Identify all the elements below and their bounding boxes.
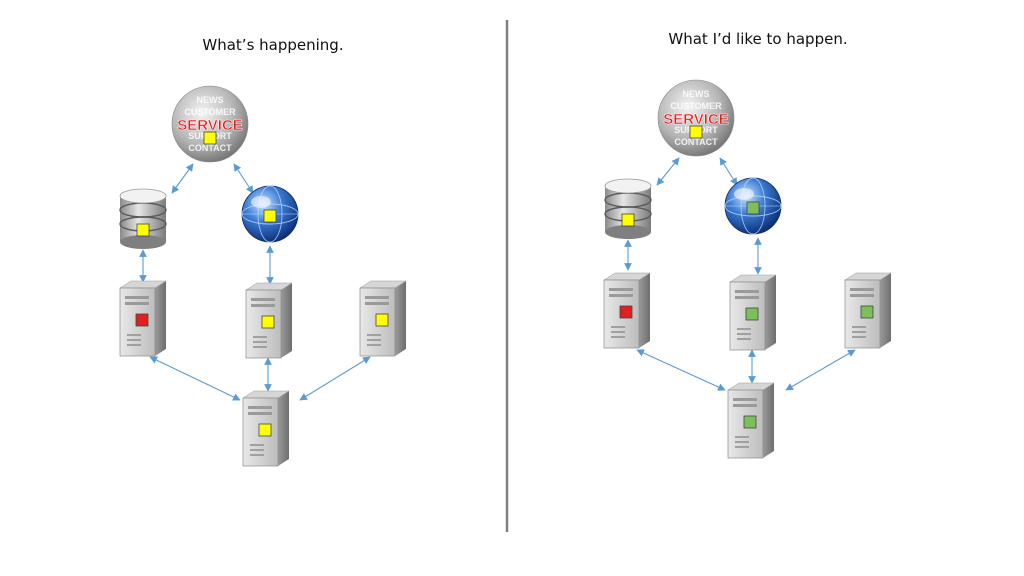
server-d-status-indicator xyxy=(743,415,757,429)
bidirectional-connector xyxy=(785,349,856,391)
internet-globe-icon xyxy=(724,177,782,235)
server-b-status-indicator xyxy=(745,307,759,321)
panels: What’s happening.NEWSCUSTOMERSUPPORTCONT… xyxy=(119,30,892,467)
server-tower-icon xyxy=(844,272,892,349)
server-d-status-indicator xyxy=(258,423,272,437)
server-tower-icon xyxy=(359,280,407,357)
database-cylinder-icon xyxy=(604,178,652,239)
bidirectional-connector xyxy=(719,157,738,186)
panel-current: What’s happening.NEWSCUSTOMERSUPPORTCONT… xyxy=(119,36,407,467)
service-sphere-icon: NEWSCUSTOMERSUPPORTCONTACTSERVICE xyxy=(657,79,735,157)
service-globe-label: SERVICE xyxy=(177,117,243,134)
connector-group xyxy=(139,163,371,401)
database-status-indicator xyxy=(136,223,150,237)
server-tower-icon xyxy=(245,282,293,359)
service-globe-word: CONTACT xyxy=(188,143,232,153)
bidirectional-connector xyxy=(149,356,241,401)
server-a-status-indicator xyxy=(619,305,633,319)
panel-title: What I’d like to happen. xyxy=(668,30,847,48)
server-b-status-indicator xyxy=(261,315,275,329)
server-c-status-indicator xyxy=(860,305,874,319)
network-status-indicator xyxy=(263,209,277,223)
internet-globe-icon xyxy=(241,185,299,243)
database-cylinder-icon xyxy=(119,188,167,249)
server-tower-icon xyxy=(242,390,290,467)
server-a-status-indicator xyxy=(135,313,149,327)
service-status-indicator xyxy=(689,125,703,139)
bidirectional-connector xyxy=(656,157,680,186)
service-sphere-icon: NEWSCUSTOMERSUPPORTCONTACTSERVICE xyxy=(171,85,249,163)
bidirectional-connector xyxy=(636,349,726,391)
service-globe-word: NEWS xyxy=(683,89,710,99)
server-c-status-indicator xyxy=(375,313,389,327)
service-globe-word: CUSTOMER xyxy=(184,107,236,117)
service-globe-label: SERVICE xyxy=(663,111,729,128)
network-status-indicator xyxy=(746,201,760,215)
bidirectional-connector xyxy=(171,163,194,194)
service-globe-word: CUSTOMER xyxy=(670,101,722,111)
panel-desired: What I’d like to happen.NEWSCUSTOMERSUPP… xyxy=(603,30,892,459)
server-tower-icon xyxy=(729,274,777,351)
database-status-indicator xyxy=(621,213,635,227)
connector-group xyxy=(624,157,856,391)
bidirectional-connector xyxy=(233,163,254,194)
server-tower-icon xyxy=(727,382,775,459)
panel-title: What’s happening. xyxy=(202,36,343,54)
service-globe-word: CONTACT xyxy=(674,137,718,147)
server-tower-icon xyxy=(119,280,167,357)
service-globe-word: NEWS xyxy=(197,95,224,105)
bidirectional-connector xyxy=(299,356,371,401)
server-tower-icon xyxy=(603,272,651,349)
service-status-indicator xyxy=(203,131,217,145)
